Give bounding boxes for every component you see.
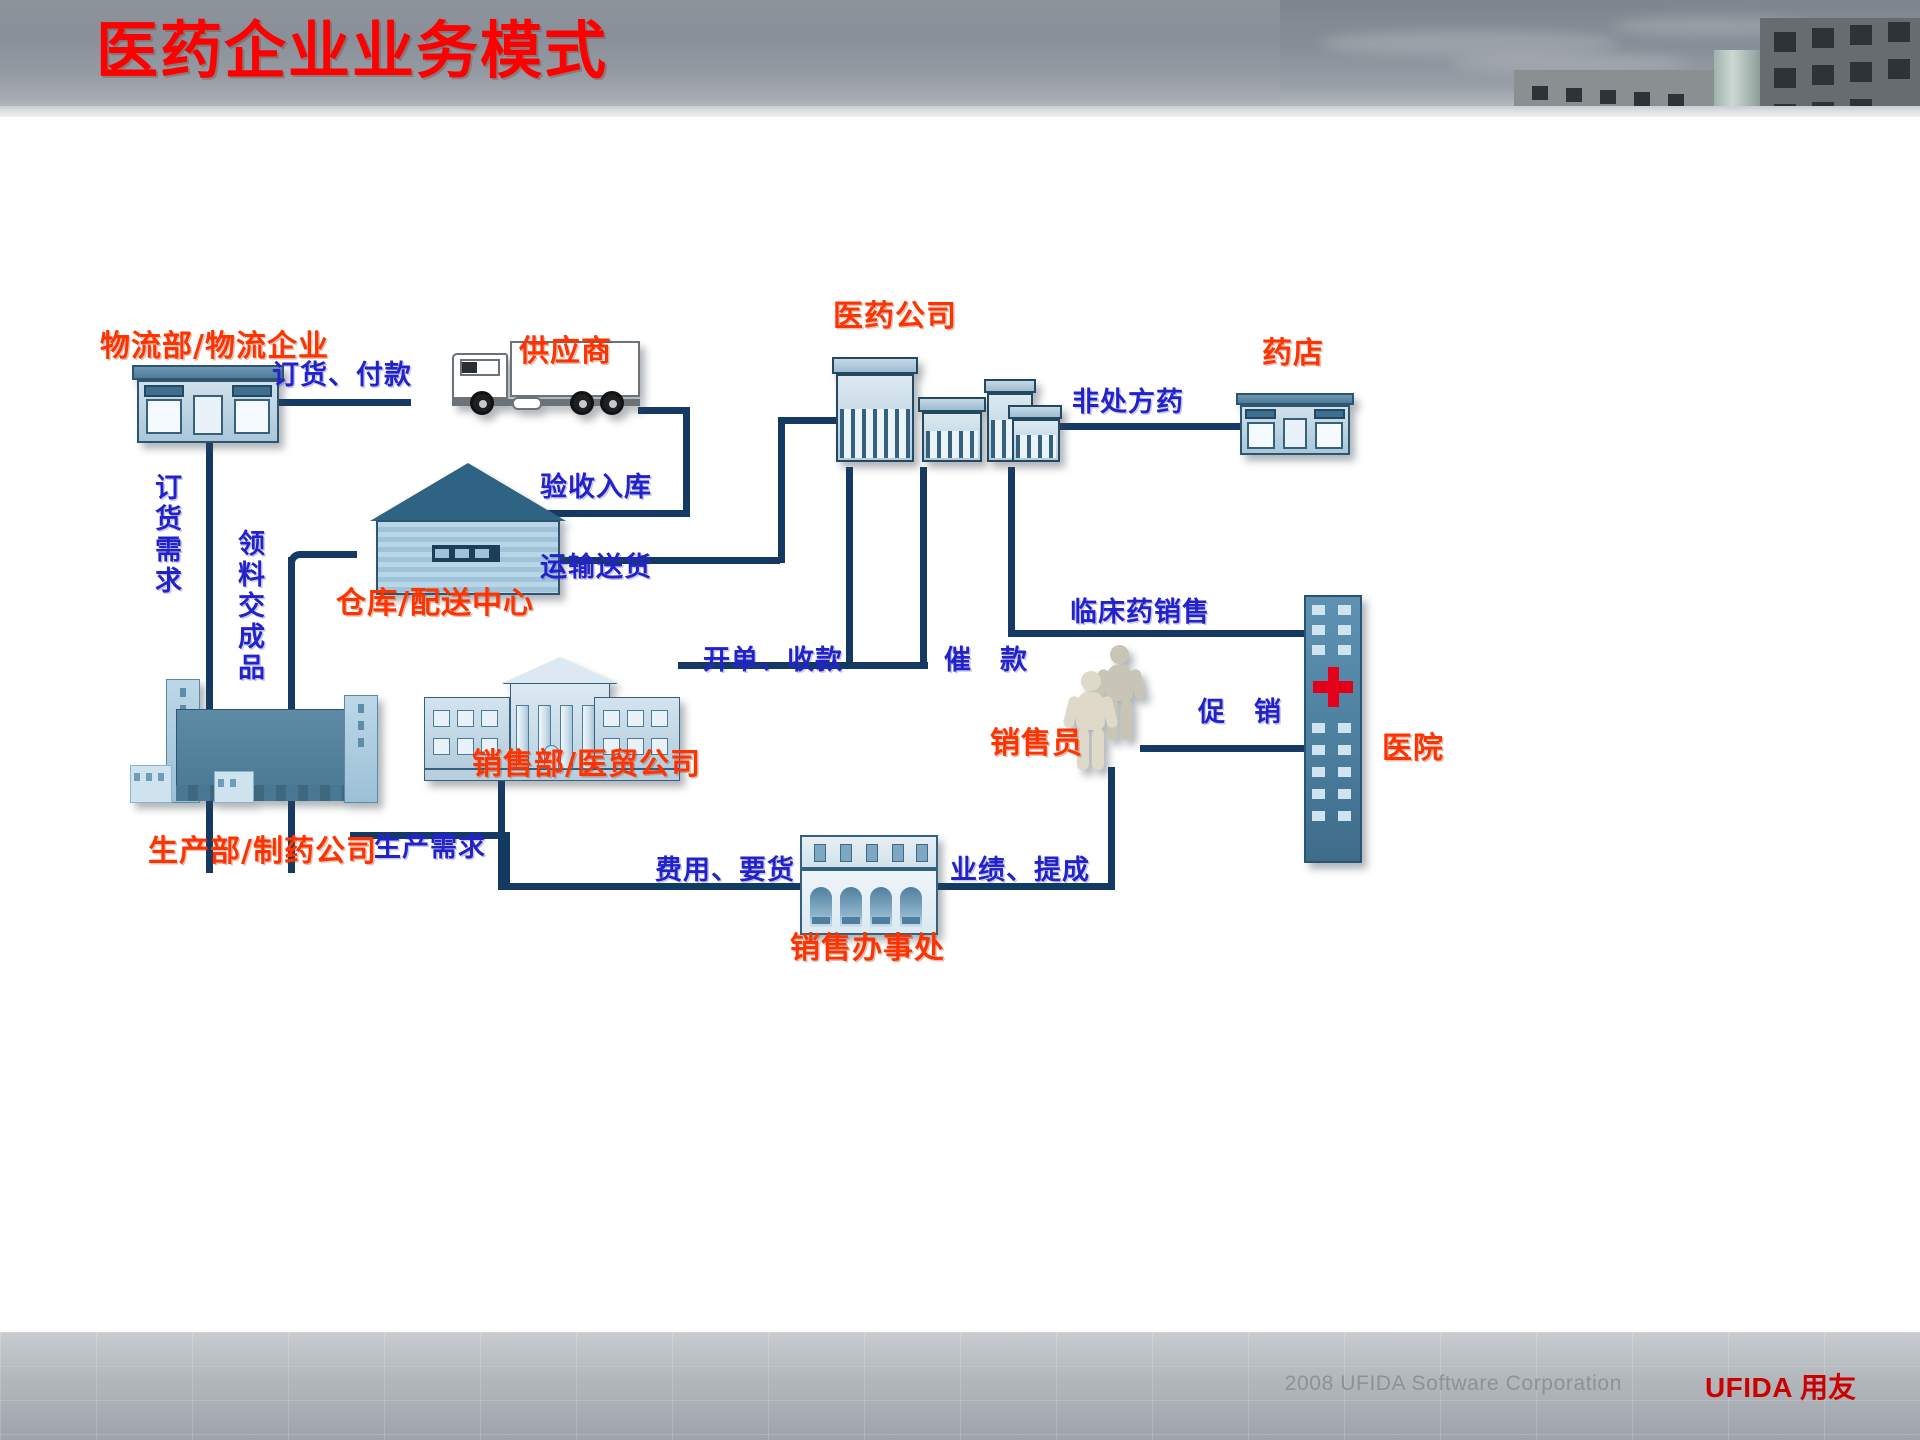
icon-production-factory: [130, 667, 388, 815]
flow-label-promotion: 促 销: [1198, 697, 1282, 728]
header-building-photo: [1280, 0, 1920, 117]
connector-order-payment: [279, 399, 411, 406]
slide-footer: [0, 1332, 1920, 1440]
entity-label-supplier: 供应商: [519, 334, 612, 369]
flow-label-order-payment: 订货、付款: [272, 360, 412, 391]
connector-clinical-sales: [1008, 630, 1308, 637]
connector-performance-up: [1108, 767, 1115, 887]
entity-label-logistics: 物流部/物流企业: [100, 329, 329, 364]
icon-pharma-company-complex: [832, 357, 1062, 467]
flow-label-expense-request: 费用、要货: [655, 855, 795, 886]
header-divider: [0, 106, 1920, 117]
connector-transport-to-company: [778, 417, 846, 424]
entity-label-pharmacy: 药店: [1262, 336, 1324, 371]
connector-expense-request: [498, 883, 803, 890]
footer-texture: [0, 1332, 1920, 1440]
entity-label-sales-dept: 销售部/医贸公司: [472, 747, 701, 782]
connector-billing-up: [846, 467, 853, 667]
connector-production-demand: [350, 832, 510, 839]
icon-pharmacy-storefront: [1236, 393, 1354, 455]
connector-order-demand: [206, 443, 213, 873]
flow-label-performance-comm: 业绩、提成: [950, 855, 1090, 886]
brand-name-cn: 用友: [1799, 1371, 1856, 1404]
copyright-text: 2008 UFIDA Software Corporation: [1284, 1372, 1622, 1395]
connector-supplier-down: [683, 407, 690, 517]
entity-label-warehouse: 仓库/配送中心: [336, 586, 534, 621]
icon-logistics-storefront: [132, 365, 284, 443]
connector-promotion: [1140, 745, 1308, 752]
brand-name-en: UFIDA: [1704, 1372, 1793, 1403]
connector-dunning: [850, 662, 928, 669]
connector-dunning-down: [920, 467, 927, 667]
icon-salespeople: [1062, 645, 1158, 771]
icon-sales-office-building: [800, 835, 938, 935]
entity-label-sales-office: 销售办事处: [790, 931, 945, 966]
flow-label-transport-delivery: 运输送货: [540, 552, 652, 583]
diagram-canvas: 物流部/物流企业 订货、付款 供应商 订货需求 领料交成品 验收入库 运输送货 …: [0, 117, 1920, 1332]
icon-sales-dept-building: [424, 657, 680, 781]
flow-label-order-demand: 订货需求: [150, 473, 181, 597]
page-title: 医药企业业务模式: [96, 14, 609, 87]
slide-header: 医药企业业务模式: [0, 0, 1920, 117]
icon-hospital-tower: [1304, 595, 1362, 863]
connector-inspect-instock: [520, 510, 690, 517]
entity-label-production: 生产部/制药公司: [148, 834, 377, 869]
connector-corner-warehouse-in: [288, 551, 357, 584]
entity-label-hospital: 医院: [1382, 731, 1444, 766]
flow-label-inspect-instock: 验收入库: [540, 472, 652, 503]
flow-label-otc-drug: 非处方药: [1072, 387, 1184, 418]
flow-label-clinical-sales: 临床药销售: [1070, 597, 1210, 628]
connector-production-demand-down: [503, 832, 510, 886]
connector-otc-drug: [1060, 423, 1240, 430]
connector-company-down-clinical: [1008, 467, 1015, 637]
connector-transport-up: [778, 417, 785, 563]
icon-supplier-truck: [448, 339, 648, 421]
flow-label-billing-collect: 开单、收款: [703, 645, 843, 676]
entity-label-salesperson: 销售员: [990, 726, 1083, 761]
icon-warehouse: [370, 463, 566, 603]
connector-supplier-out: [638, 407, 690, 414]
connector-performance-comm: [935, 883, 1115, 890]
entity-label-pharma-company: 医药公司: [833, 299, 957, 334]
flow-label-production-demand: 生产需求: [374, 832, 486, 863]
flow-label-material-finished: 领料交成品: [233, 529, 264, 684]
connector-billing-collect: [678, 662, 853, 669]
connector-transport-delivery: [508, 557, 780, 564]
flow-label-dunning: 催 款: [944, 645, 1028, 676]
